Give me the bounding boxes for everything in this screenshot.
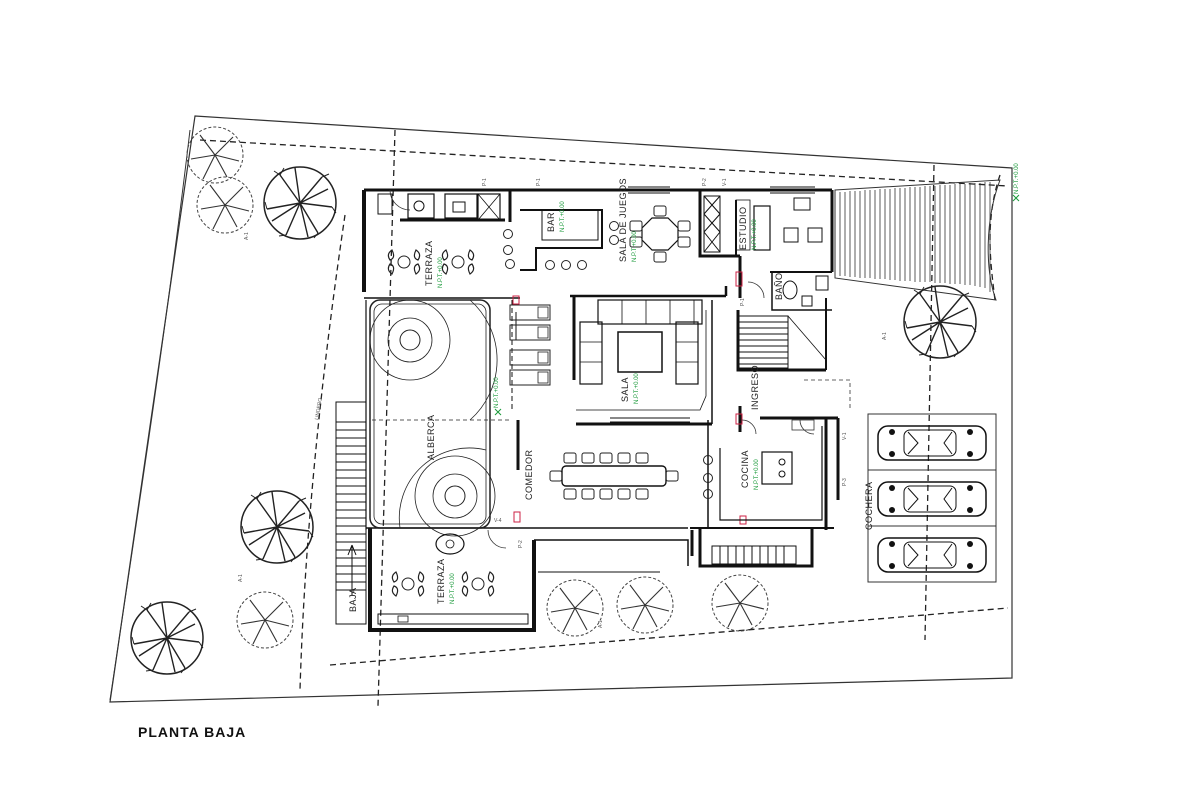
- room-label-comedor: COMEDOR: [524, 450, 534, 501]
- service-area: [377, 193, 505, 222]
- room-label-sala-juegos: SALA DE JUEGOS: [618, 178, 628, 262]
- shelving: [703, 195, 721, 253]
- svg-text:V-1: V-1: [722, 178, 728, 186]
- pool: [369, 299, 512, 537]
- svg-text:P-1: P-1: [536, 178, 542, 186]
- room-label-cochera: COCHERA: [864, 481, 874, 530]
- opening-tags: P-1 P-1 P-2 V-1 V-1 P-3 P-2 V-4 P-1: [482, 178, 848, 548]
- svg-text:A-1: A-1: [598, 620, 604, 628]
- room-label-cocina: COCINA: [740, 450, 750, 488]
- room-label-bano: BAÑO: [774, 272, 784, 300]
- svg-text:A-1: A-1: [882, 332, 888, 340]
- game-table: [629, 205, 691, 263]
- svg-text:P-2: P-2: [518, 540, 524, 548]
- door-swings: [389, 189, 815, 549]
- comedor-furniture: [549, 452, 679, 500]
- cochera: [867, 413, 997, 583]
- tree-tags: A-1 A-1 A-1 A-1: [238, 232, 888, 628]
- cars: [877, 425, 987, 573]
- interior-walls: [508, 190, 832, 556]
- svg-text:A-1: A-1: [238, 574, 244, 582]
- plan-caption: PLANTA BAJA: [138, 724, 247, 740]
- svg-text:P-2: P-2: [702, 178, 708, 186]
- room-label-terraza-top: TERRAZA: [424, 240, 434, 286]
- svg-text:A-1: A-1: [244, 232, 250, 240]
- exterior-walls: [362, 188, 840, 632]
- level-tag-estudio: N.P.T.+0.00: [752, 219, 758, 250]
- bano-fixtures: [782, 275, 829, 307]
- level-tag-terraza-top: N.P.T.+0.00: [438, 257, 444, 288]
- level-tag-sala-juegos: N.P.T.+0.00: [632, 231, 638, 262]
- curved-edge-line: [109, 129, 191, 701]
- room-label-ingreso: INGRESO: [750, 365, 760, 410]
- room-label-bar: BAR: [546, 212, 556, 232]
- svg-text:V-4: V-4: [494, 518, 502, 524]
- stairs: [335, 315, 827, 625]
- svg-text:P-1: P-1: [740, 298, 746, 306]
- site-level-tag: N.P.T.+0.00: [1012, 163, 1020, 202]
- room-label-estudio: ESTUDIO: [738, 206, 748, 250]
- room-label-alberca: ALBERCA: [426, 414, 436, 460]
- terraza-bottom-details: [377, 533, 529, 625]
- level-tag-bar: N.P.T.+0.00: [560, 201, 566, 232]
- windows: [610, 186, 815, 423]
- lindero-label: LINDERO: [314, 397, 324, 420]
- bar-counter: [520, 209, 603, 271]
- svg-text:P-3: P-3: [842, 478, 848, 486]
- stair-label-baja: BAJA: [348, 587, 358, 612]
- level-tag-alberca: N.P.T.+0.00: [494, 377, 500, 408]
- svg-text:P-1: P-1: [482, 178, 488, 186]
- room-label-sala: SALA: [620, 377, 630, 402]
- ingreso-lines: [791, 379, 851, 431]
- level-tag-sala: N.P.T.+0.00: [634, 373, 640, 404]
- svg-text:V-1: V-1: [842, 432, 848, 440]
- hatched-area: [834, 179, 1001, 301]
- level-tag-cocina: N.P.T.+0.00: [754, 459, 760, 490]
- estudio-furniture: [735, 197, 823, 251]
- room-label-terraza-bottom: TERRAZA: [436, 558, 446, 604]
- setback-lines: [199, 129, 1009, 707]
- cocina-furniture: [719, 426, 823, 521]
- level-tag-terraza-bottom: N.P.T.+0.00: [450, 573, 456, 604]
- svg-text:N.P.T.+0.00: N.P.T.+0.00: [1014, 163, 1020, 194]
- sala-furniture: [576, 299, 707, 411]
